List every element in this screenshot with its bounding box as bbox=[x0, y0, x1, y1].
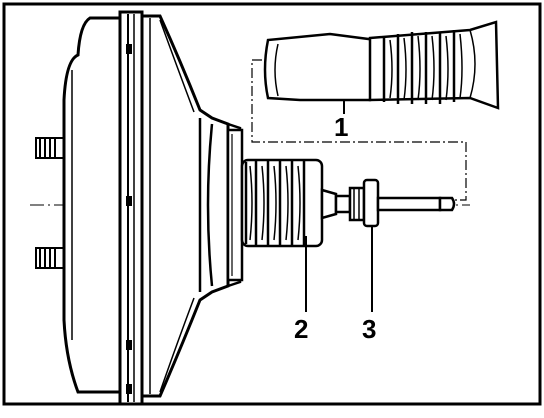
mounting-stud-lower bbox=[35, 247, 65, 269]
drawing-frame bbox=[2, 2, 542, 406]
replacement-dust-boot bbox=[263, 20, 500, 110]
callout-1: 1 bbox=[334, 112, 349, 142]
booster-rear-shell bbox=[140, 14, 230, 398]
installation-phantom-lines bbox=[251, 59, 467, 201]
booster-front-shell bbox=[62, 16, 122, 394]
callout-2: 2 bbox=[294, 314, 309, 344]
push-rod-assembly bbox=[334, 178, 456, 228]
callout-3: 3 bbox=[362, 314, 377, 344]
mounting-stud-upper bbox=[35, 137, 65, 159]
installed-dust-boot bbox=[240, 158, 338, 248]
